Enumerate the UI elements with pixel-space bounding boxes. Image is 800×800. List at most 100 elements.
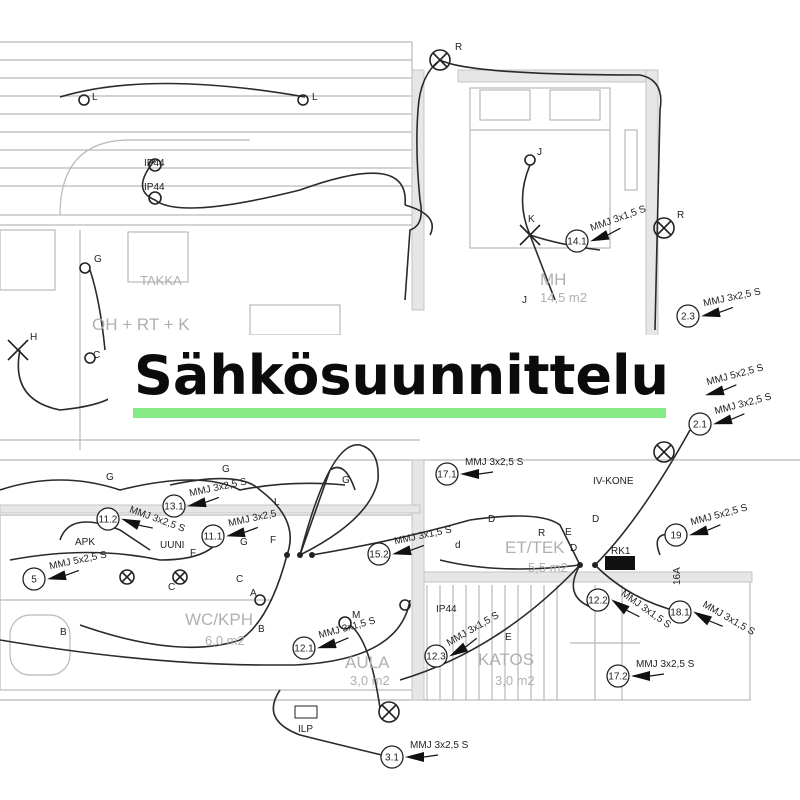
cable-spec: MMJ 5x2,5 S (689, 502, 749, 528)
fixture-letter: C (168, 582, 175, 593)
circuit-circle (22, 567, 46, 591)
arrow-icon (611, 599, 630, 615)
arrow-icon (226, 527, 246, 538)
fixture-letter: F (270, 535, 276, 546)
arrow-icon (449, 642, 469, 657)
circuit-tag: 2.1 MMJ 3x2,5 S (688, 391, 773, 436)
rk1-label: RK1 (611, 546, 631, 557)
fixture-letter: A (250, 588, 257, 599)
circuit-circle (664, 523, 688, 547)
fixture-letter: D (488, 514, 495, 525)
room-name: WC/KPH (185, 610, 253, 629)
fixture-letter: G (222, 464, 230, 475)
fixture-letter: F (190, 548, 196, 559)
cable-spec: MMJ 3x2,5 S (713, 391, 773, 417)
fixture-letter: G (106, 472, 114, 483)
circuit-id: 12.2 (588, 596, 608, 607)
circuit-tag: 17.2 MMJ 3x2,5 S (606, 659, 695, 688)
circuit-id: 2.1 (693, 420, 707, 431)
circuit-id: 17.2 (608, 672, 628, 683)
fixture-letter: H (30, 332, 37, 343)
fixture-letter: B (60, 627, 67, 638)
cable-spec: MMJ 3x2,5 S (702, 286, 762, 309)
fixture-letter: B (258, 624, 265, 635)
fixture-letter: G (342, 475, 350, 486)
fixture-letter: R (455, 42, 462, 53)
uuni-label: UUNI (160, 540, 184, 551)
arrow-icon (701, 307, 721, 318)
circuit-circle (201, 524, 225, 548)
fixture-symbols (7, 49, 675, 723)
fixture-letter: d (455, 540, 461, 551)
circuit-circle (96, 507, 120, 531)
arrow-icon (317, 638, 337, 649)
wiring (0, 59, 691, 758)
fixture-letter: L (312, 92, 318, 103)
room-name: MH (540, 270, 566, 289)
fixture-letter: K (528, 214, 535, 225)
iv-kone-label: IV-KONE (593, 476, 634, 487)
circuit-circle (688, 412, 712, 436)
circuit-id: 2.3 (681, 312, 695, 323)
arrow-icon (47, 570, 67, 581)
room-area: 5,5 m2 (528, 560, 568, 575)
fixture-letter: D (592, 514, 599, 525)
cable-spec: MMJ 5x2,5 S (705, 362, 765, 388)
circuit-circle (606, 664, 630, 688)
circuit-circle (162, 494, 186, 518)
circuit-tag: 2.3 MMJ 3x2,5 S (676, 286, 762, 328)
arrow-icon (693, 611, 713, 626)
fixture-letter: R (538, 528, 545, 539)
circuit-id: 18.1 (670, 608, 690, 619)
cable-spec: MMJ 3x2,5 S (636, 659, 695, 670)
fixture-letter: E (505, 632, 512, 643)
fixture-letter: E (565, 527, 572, 538)
circuit-id: 11.2 (99, 515, 118, 526)
circuit-circle (565, 229, 589, 253)
equipment-labels: IV-KONE ILP IP44 IP44 IP44 RK1 16A APK U… (75, 158, 683, 735)
circuit-circle (380, 745, 404, 769)
fixture-letter: D (570, 543, 577, 554)
fixture-letter: G (94, 254, 102, 265)
circuit-id: 12.3 (426, 652, 446, 663)
arrow-icon (631, 671, 650, 681)
apk-label: APK (75, 537, 95, 548)
circuit-id: 17.1 (437, 470, 457, 481)
fixture-letter: C (236, 574, 243, 585)
room-name: TAKKA (140, 273, 182, 288)
room-name: KATOS (478, 650, 534, 669)
ilp-label: ILP (298, 724, 313, 735)
ip44-label: IP44 (144, 182, 165, 193)
circuit-id: 14.1 (567, 237, 587, 248)
room-area: 6,0 m2 (205, 633, 245, 648)
fixture-letter: C (93, 350, 100, 361)
circuit-circle (292, 636, 316, 660)
title-banner (108, 335, 688, 420)
circuit-id: 11.1 (204, 532, 223, 543)
room-name: ET/TEK (505, 538, 565, 557)
cable-spec: MMJ 3x2,5 S (410, 740, 469, 751)
fixture-letter: J (522, 295, 527, 306)
fixture-letter: J (537, 147, 542, 158)
title-underline (133, 408, 666, 418)
room-area: 3,0 m2 (495, 673, 535, 688)
circuit-id: 19 (670, 531, 682, 542)
room-area: 3,0 m2 (350, 673, 390, 688)
fixture-letter: M (352, 610, 360, 621)
arrow-icon (460, 469, 479, 479)
walls (0, 41, 800, 701)
circuit-id: 15.2 (369, 550, 389, 561)
arrow-icon (405, 752, 424, 762)
ip44-label: IP44 (436, 604, 457, 615)
fixture-letter: L (92, 92, 98, 103)
arrow-icon (705, 385, 725, 396)
room-name: OH + RT + K (92, 315, 190, 334)
arrow-icon (590, 230, 610, 242)
fixture-letter: G (240, 537, 248, 548)
